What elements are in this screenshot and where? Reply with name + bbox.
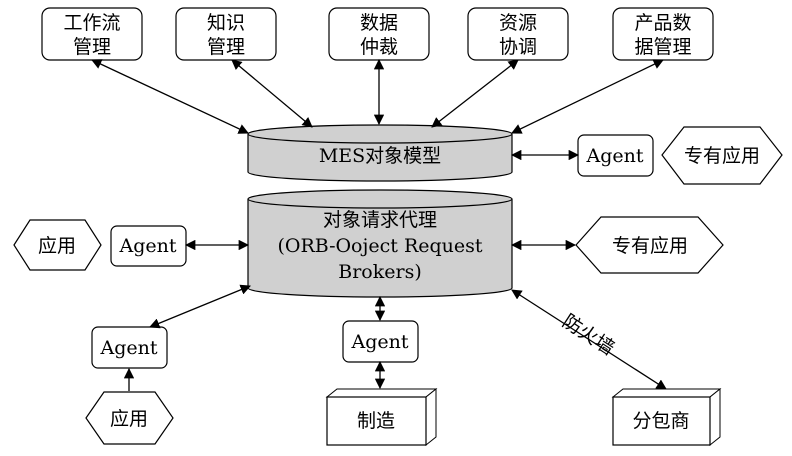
module-workflow-management: 工作流 管理 [41, 7, 143, 61]
arrow-resource-mes [431, 59, 519, 128]
arrow-product-mes [511, 59, 664, 134]
dedicated-app-middle-label: 专有应用 [612, 235, 688, 257]
module-connectors [91, 58, 664, 134]
app-left-middle-label: 应用 [38, 235, 76, 257]
agent-right-top: Agent [577, 134, 654, 177]
dedicated-app-top-label: 专有应用 [684, 145, 760, 167]
dedicated-app-top: 专有应用 [661, 126, 783, 185]
module-knowledge-management: 知识 管理 [175, 7, 277, 61]
agent-lower-left-label: Agent [100, 337, 158, 359]
app-left-middle: 应用 [13, 219, 102, 271]
app-lower-left: 应用 [85, 391, 174, 445]
orb-label-line2: (ORB-Ooject Request [277, 235, 482, 257]
module-product-line2: 据管理 [634, 36, 691, 58]
arrow-agent-orb-lower [149, 284, 251, 329]
subcontractor-label: 分包商 [632, 410, 689, 432]
module-data-line2: 仲裁 [360, 36, 398, 58]
arrow-knowledge-mes [231, 59, 313, 128]
agent-bottom-center-label: Agent [351, 331, 409, 353]
manufacturing-box: 制造 [325, 387, 438, 447]
firewall-label: 防火墙 [558, 310, 618, 360]
arrow-orb-subcontractor [511, 289, 667, 390]
app-lower-left-label: 应用 [110, 408, 148, 430]
module-workflow-line1: 工作流 [63, 12, 120, 34]
module-data-line1: 数据 [360, 12, 398, 34]
agent-left-middle: Agent [110, 225, 187, 267]
module-resource-coordination: 资源 协调 [467, 7, 569, 61]
module-resource-line2: 协调 [499, 36, 537, 58]
module-knowledge-line1: 知识 [207, 12, 245, 34]
orb-cylinder: 对象请求代理 (ORB-Ooject Request Brokers) [247, 189, 513, 298]
module-knowledge-line2: 管理 [207, 36, 245, 58]
mes-model-label: MES对象模型 [319, 145, 441, 167]
agent-left-middle-label: Agent [119, 235, 177, 257]
orb-label-line1: 对象请求代理 [323, 209, 437, 231]
subcontractor-box: 分包商 [611, 387, 722, 447]
manufacturing-label: 制造 [357, 410, 395, 432]
module-product-data-management: 产品数 据管理 [612, 7, 714, 61]
dedicated-app-middle: 专有应用 [575, 216, 724, 274]
arrow-workflow-mes [91, 59, 249, 134]
module-data-arbitration: 数据 仲裁 [328, 7, 430, 61]
orb-label-line3: Brokers) [338, 261, 422, 283]
mes-object-model-cylinder: MES对象模型 [247, 124, 513, 182]
agent-lower-left: Agent [91, 326, 168, 369]
module-workflow-line2: 管理 [73, 36, 111, 58]
module-resource-line1: 资源 [499, 12, 537, 34]
agent-bottom-center: Agent [342, 320, 419, 363]
module-product-line1: 产品数 [634, 12, 691, 34]
agent-right-top-label: Agent [586, 145, 644, 167]
